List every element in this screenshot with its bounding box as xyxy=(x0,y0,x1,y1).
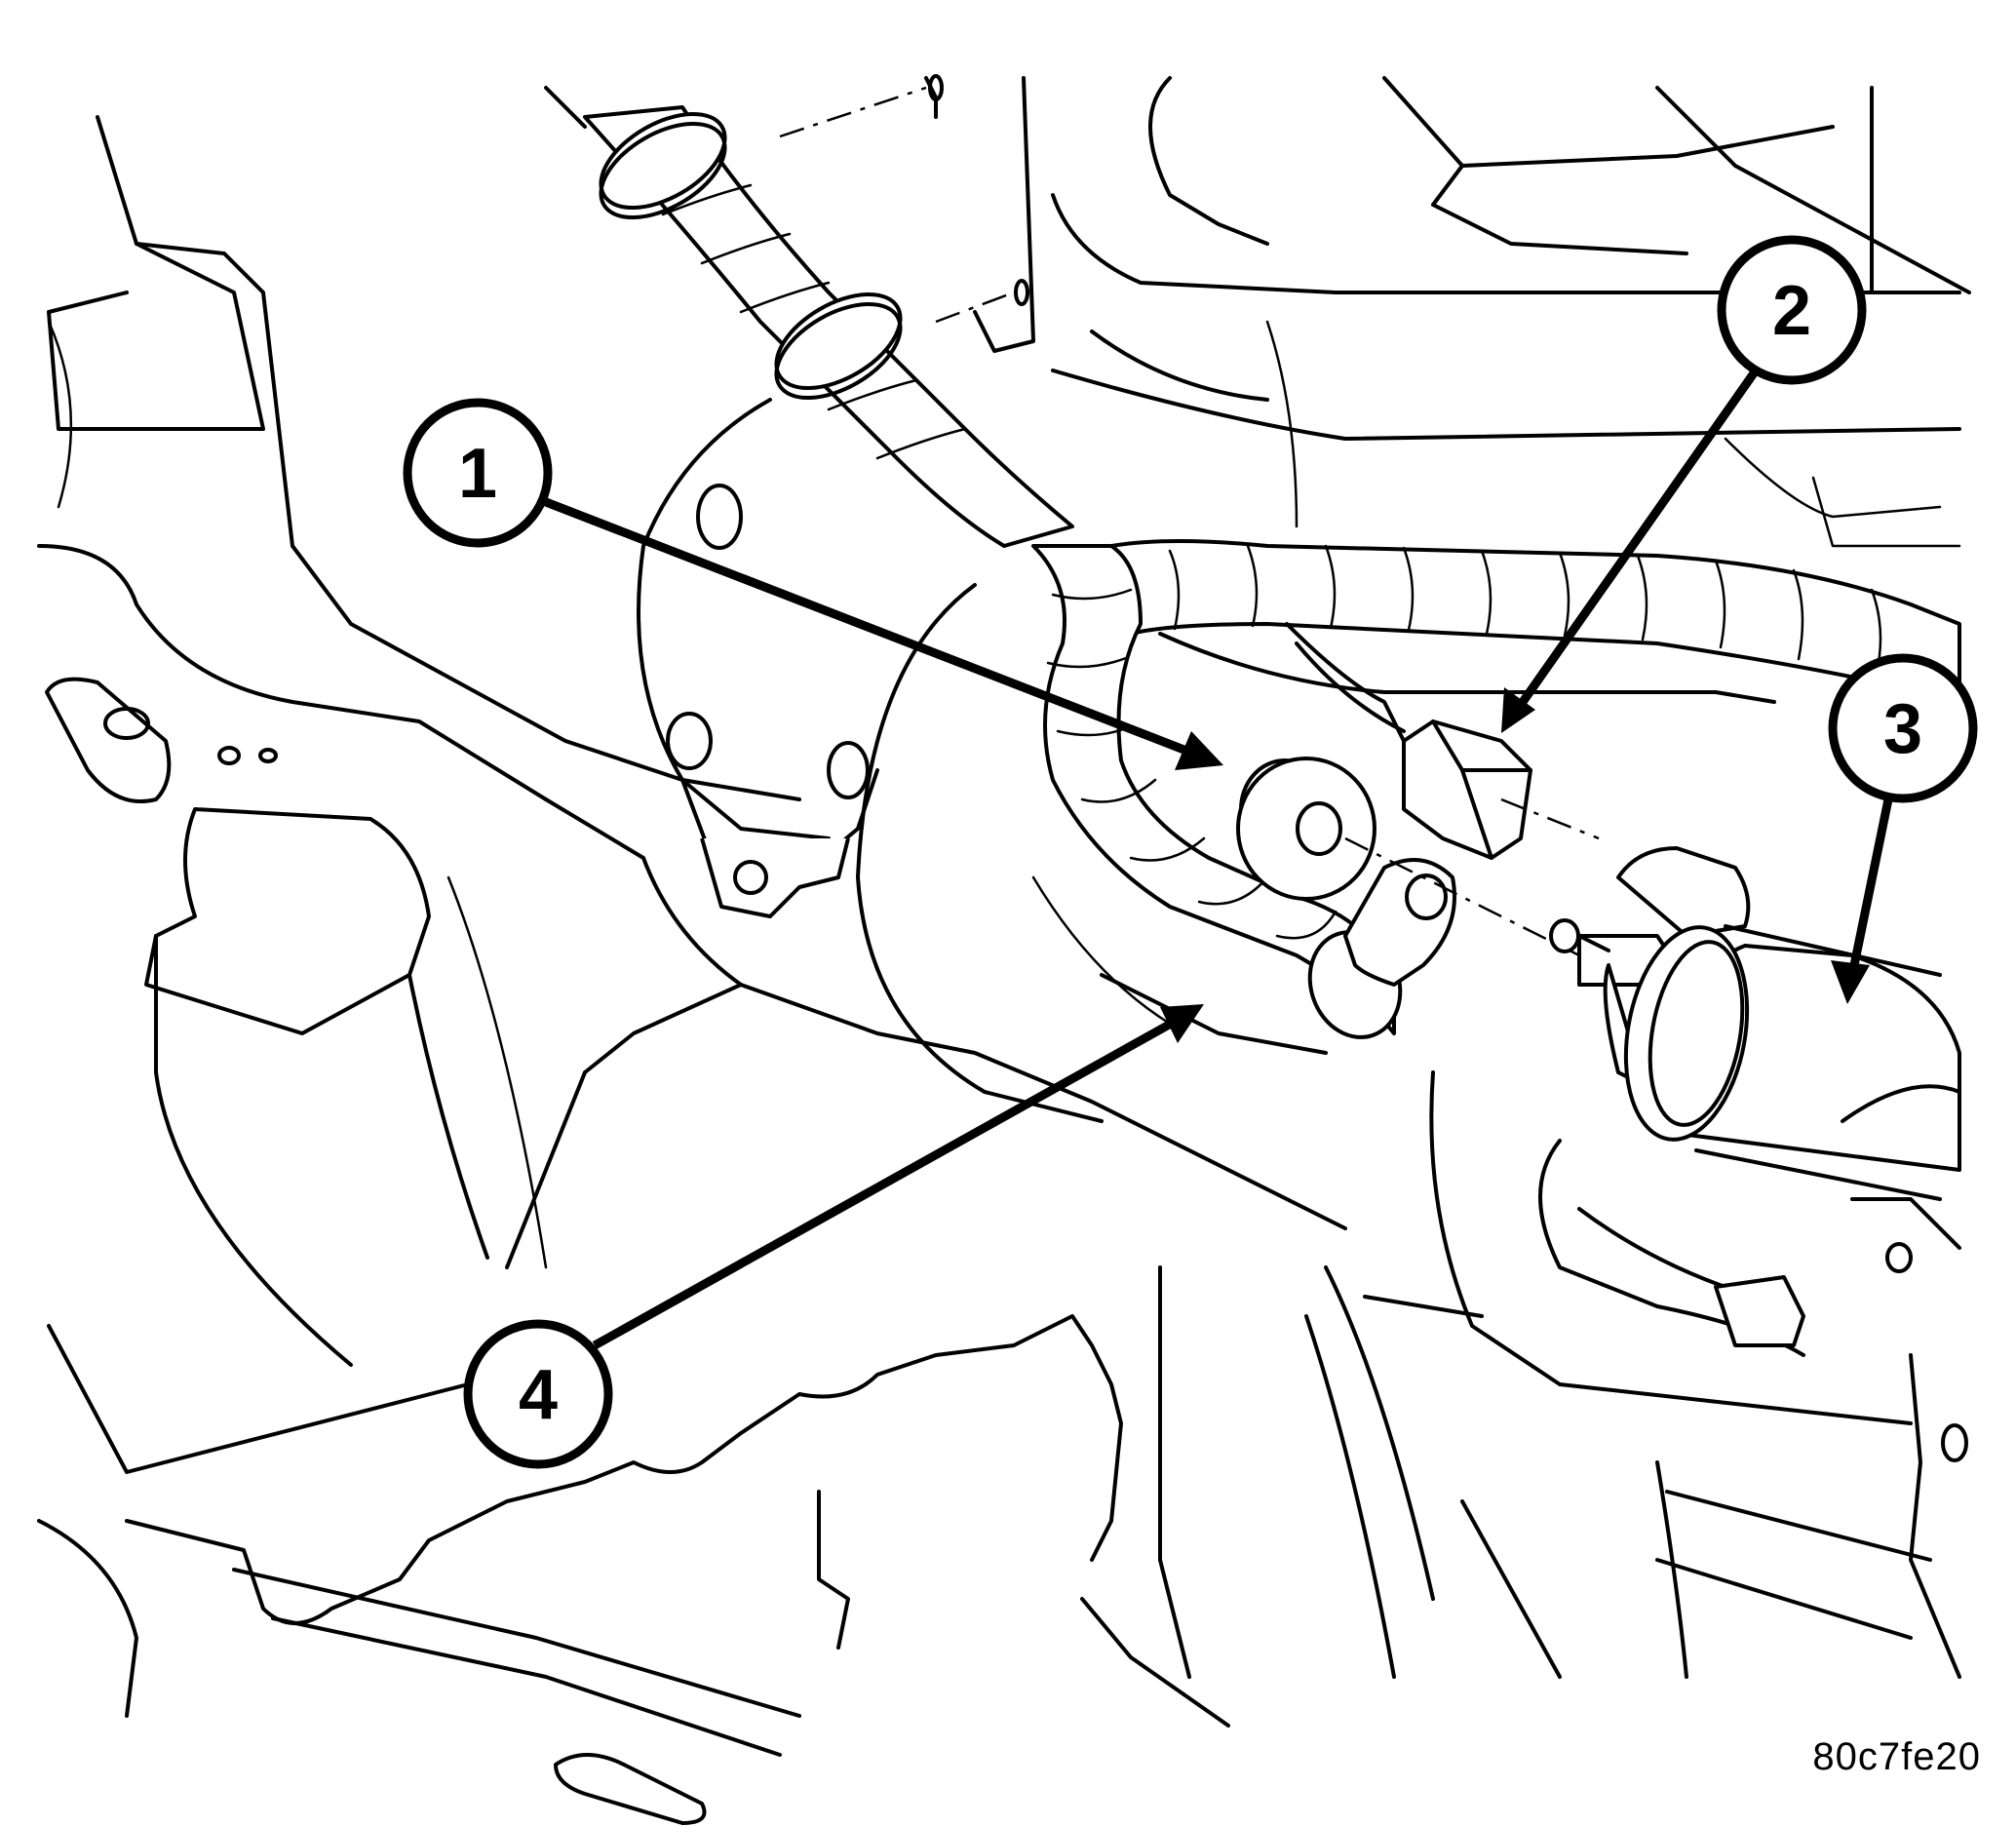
starter-motor xyxy=(1429,846,1968,1679)
callout-3-label: 3 xyxy=(1883,690,1922,768)
callout-4: 4 xyxy=(463,1319,613,1469)
oil-pan-lower-structure xyxy=(125,1265,1688,1825)
engine-block-outline xyxy=(37,115,1347,1718)
field-wire-connector xyxy=(1295,641,1600,860)
arrowhead-4 xyxy=(1160,1004,1204,1043)
callout-1: 1 xyxy=(403,398,553,548)
callout-2: 2 xyxy=(1717,235,1867,385)
leader-line-3 xyxy=(1847,798,1893,976)
callout-leaders xyxy=(544,358,1893,1349)
battery-cable-eyelet xyxy=(1236,757,1580,987)
main-wiring-harness xyxy=(1109,539,1961,743)
upper-corrugated-hose xyxy=(583,74,1074,548)
callout-2-label: 2 xyxy=(1772,272,1811,350)
arrowhead-2 xyxy=(1501,687,1535,733)
upper-engine-structure xyxy=(544,76,1971,548)
figure-id-code: 80c7fe20 xyxy=(1812,1735,1981,1778)
callout-3: 3 xyxy=(1828,653,1978,803)
leader-line-1 xyxy=(544,497,1201,760)
leader-line-4 xyxy=(592,1015,1182,1349)
arrowhead-3 xyxy=(1831,960,1870,1004)
callout-1-label: 1 xyxy=(458,435,497,513)
arrowhead-1 xyxy=(1175,731,1223,770)
leader-line-2 xyxy=(1512,358,1766,715)
callout-4-label: 4 xyxy=(519,1356,558,1434)
